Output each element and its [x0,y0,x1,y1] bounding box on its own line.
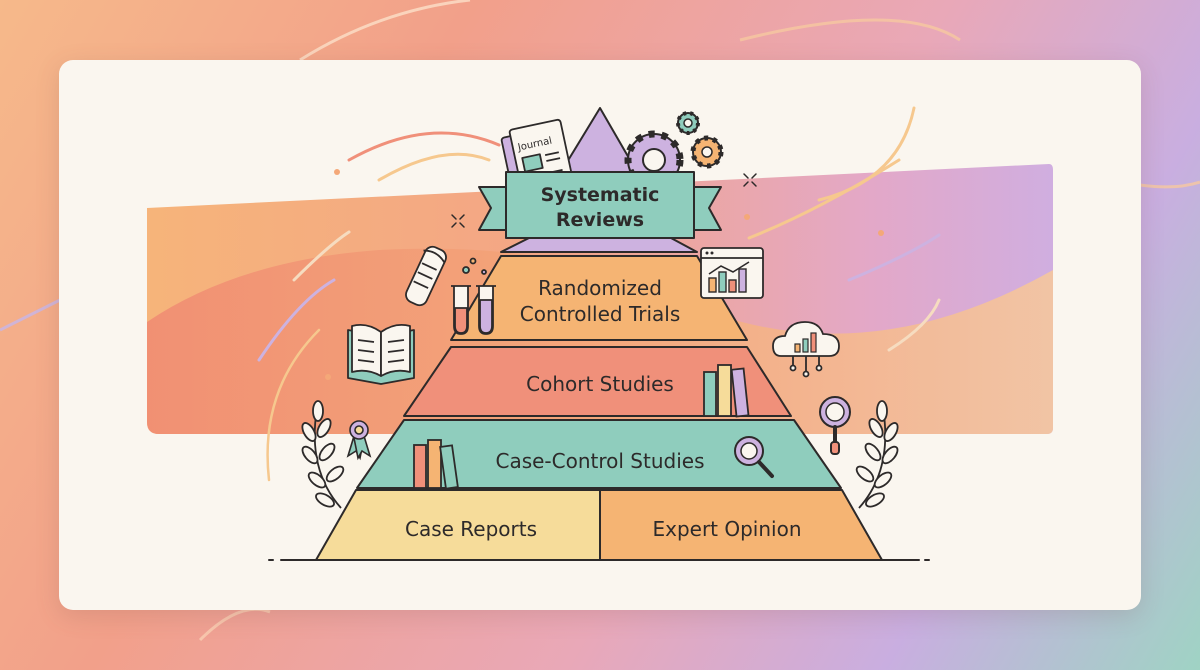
tier-label-case-control-studies: Case-Control Studies [495,449,704,473]
base-right-tier [599,489,883,561]
background-swoosh [0,298,61,332]
chart-window-icon [700,247,764,299]
evidence-pyramid-diagram: Journal Systematic Revi [147,106,1053,561]
magnifier-icon [734,436,774,478]
cohort-tier [403,346,792,417]
award-ribbon-icon [346,420,372,461]
pyramid-apex [500,237,698,253]
open-book-icon [347,323,415,385]
tier-label-expert-opinion: Expert Opinion [652,517,801,541]
laurel-right-icon [855,400,899,509]
cloud-chart-icon [772,321,840,378]
books-icon [703,364,750,418]
gear-icon [690,135,724,169]
laurel-left-icon [301,400,345,509]
systematic-reviews-banner [478,171,722,239]
background-swoosh [299,0,471,62]
books-icon [413,439,459,490]
background-swoosh [739,18,961,42]
decorative-arcs [257,106,941,482]
tier-label-cohort-studies: Cohort Studies [526,372,674,396]
tier-label-randomized: Randomized [538,276,662,300]
case-control-tier [356,419,842,489]
tier-label-controlled-trials: Controlled Trials [520,302,681,326]
tier-label-case-reports: Case Reports [405,517,537,541]
background-swoosh [1139,180,1200,189]
infographic-card: Journal Systematic Revi [59,60,1141,610]
pyramid-base [315,489,883,561]
test-tubes-icon [451,257,496,335]
tier-label-systematic-reviews-line1: Systematic [541,184,660,206]
sparkle-icons [451,173,757,228]
tier-label-systematic-reviews-line2: Reviews [556,209,644,231]
gear-icon [676,111,700,135]
diploma-scroll-icon [405,245,447,307]
background-swoosh [198,607,271,642]
magnifier-icon [819,396,851,455]
